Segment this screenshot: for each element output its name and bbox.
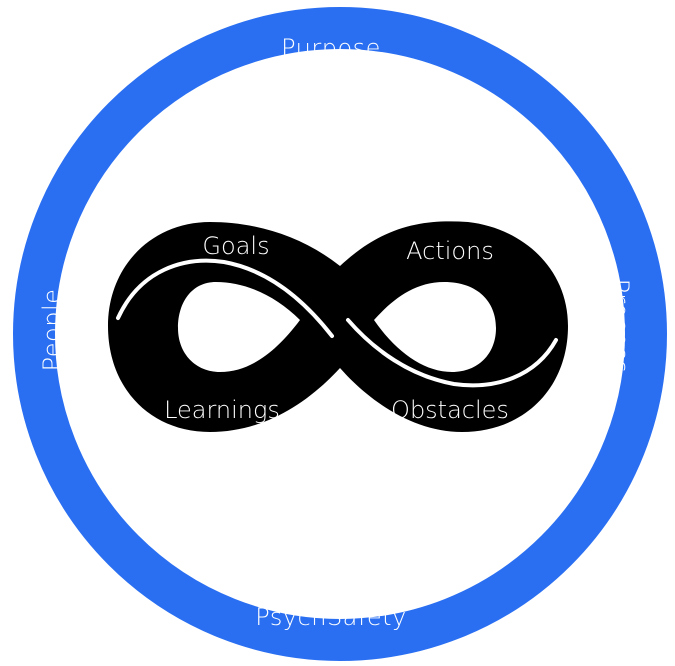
outer-ring — [13, 7, 667, 661]
loop-label-obstacles: Obstacles — [391, 396, 509, 424]
ribbon-line-left — [116, 258, 334, 338]
loop-label-actions: Actions — [406, 237, 494, 265]
ribbon-line-right — [346, 318, 558, 388]
loop-label-learnings: Learnings — [164, 396, 280, 424]
ring-label-purpose: Purpose — [281, 34, 381, 62]
infinity-band — [108, 221, 568, 432]
infinity-loop — [108, 221, 568, 432]
ring-label-psychsafety: PsychSafety — [255, 603, 406, 631]
ring-label-process: Process — [606, 279, 634, 374]
ring-label-people: People — [38, 289, 66, 372]
loop-label-goals: Goals — [202, 232, 269, 260]
